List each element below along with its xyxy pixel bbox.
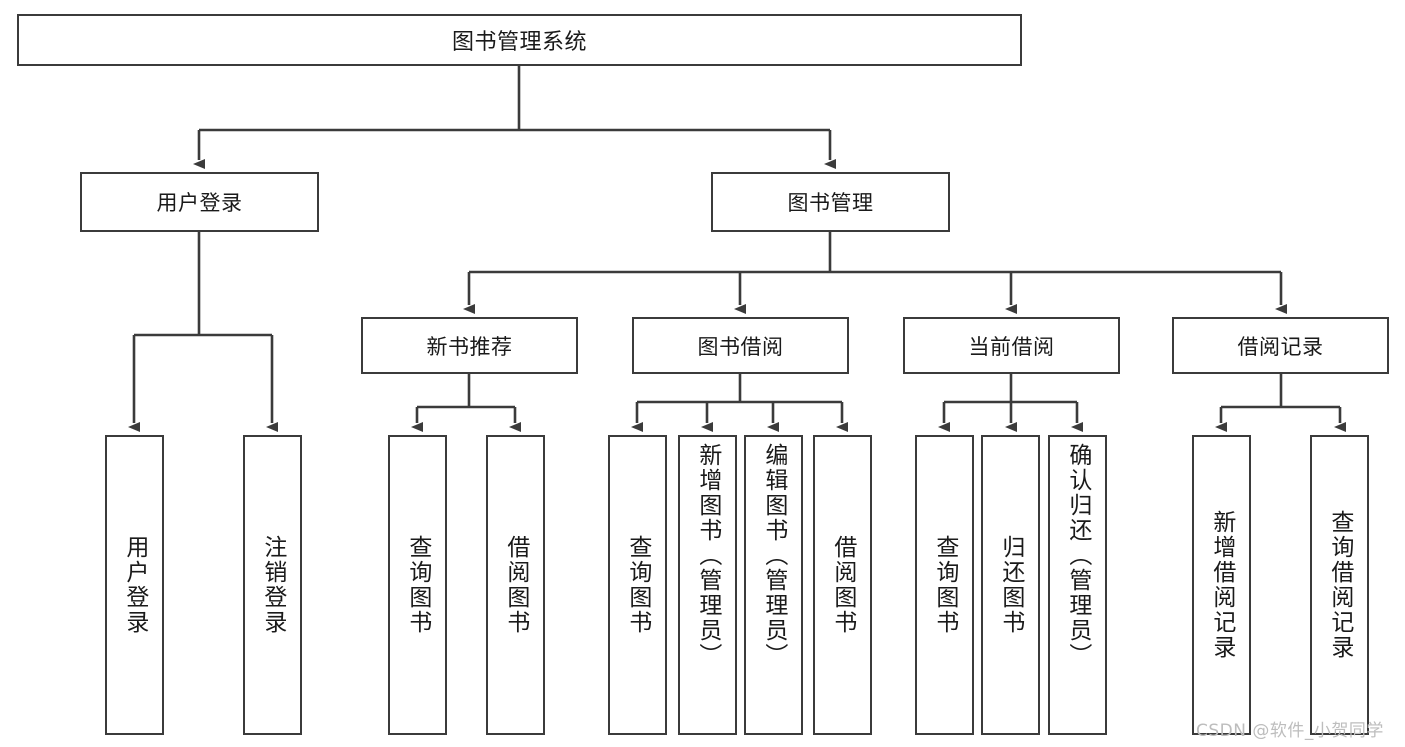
node-label: 新书推荐 <box>426 334 513 359</box>
leaf-add-book-admin[interactable]: 新增图书（管理员） <box>678 435 737 735</box>
node-borrow-record[interactable]: 借阅记录 <box>1172 317 1389 374</box>
node-label: 新增图书（管理员） <box>694 443 721 668</box>
csdn-watermark: CSDN @软件_小贺同学 <box>1196 721 1384 741</box>
leaf-borrow-book-recommend[interactable]: 借阅图书 <box>486 435 545 735</box>
node-label: 新增借阅记录 <box>1208 510 1235 660</box>
node-label: 借阅图书 <box>502 535 529 635</box>
leaf-search-book-borrow[interactable]: 查询图书 <box>608 435 667 735</box>
node-label: 查询借阅记录 <box>1326 510 1353 660</box>
node-label: 图书借阅 <box>697 334 784 359</box>
leaf-add-borrow-record[interactable]: 新增借阅记录 <box>1192 435 1251 735</box>
node-current-borrow[interactable]: 当前借阅 <box>903 317 1120 374</box>
node-book-management[interactable]: 图书管理 <box>711 172 950 232</box>
node-book-borrow[interactable]: 图书借阅 <box>632 317 849 374</box>
node-new-book-recommend[interactable]: 新书推荐 <box>361 317 578 374</box>
leaf-user-logout[interactable]: 注销登录 <box>243 435 302 735</box>
node-label: 查询图书 <box>931 535 958 635</box>
leaf-return-book[interactable]: 归还图书 <box>981 435 1040 735</box>
node-label: 归还图书 <box>997 535 1024 635</box>
node-label: 查询图书 <box>404 535 431 635</box>
node-root-system[interactable]: 图书管理系统 <box>17 14 1022 66</box>
node-label: 用户登录 <box>121 535 148 635</box>
node-label: 借阅记录 <box>1237 334 1324 359</box>
leaf-search-borrow-record[interactable]: 查询借阅记录 <box>1310 435 1369 735</box>
node-label: 借阅图书 <box>829 535 856 635</box>
node-label: 编辑图书（管理员） <box>760 443 787 668</box>
leaf-borrow-book[interactable]: 借阅图书 <box>813 435 872 735</box>
leaf-edit-book-admin[interactable]: 编辑图书（管理员） <box>744 435 803 735</box>
node-label: 图书管理 <box>787 191 874 215</box>
node-label: 用户登录 <box>156 191 243 215</box>
node-label: 注销登录 <box>259 535 286 635</box>
leaf-user-login[interactable]: 用户登录 <box>105 435 164 735</box>
node-label: 查询图书 <box>624 535 651 635</box>
node-label: 当前借阅 <box>968 334 1055 359</box>
node-label: 图书管理系统 <box>451 30 587 55</box>
leaf-search-book-recommend[interactable]: 查询图书 <box>388 435 447 735</box>
leaf-confirm-return-admin[interactable]: 确认归还（管理员） <box>1048 435 1107 735</box>
node-user-login[interactable]: 用户登录 <box>80 172 319 232</box>
node-label: 确认归还（管理员） <box>1064 443 1091 668</box>
leaf-search-book-current[interactable]: 查询图书 <box>915 435 974 735</box>
